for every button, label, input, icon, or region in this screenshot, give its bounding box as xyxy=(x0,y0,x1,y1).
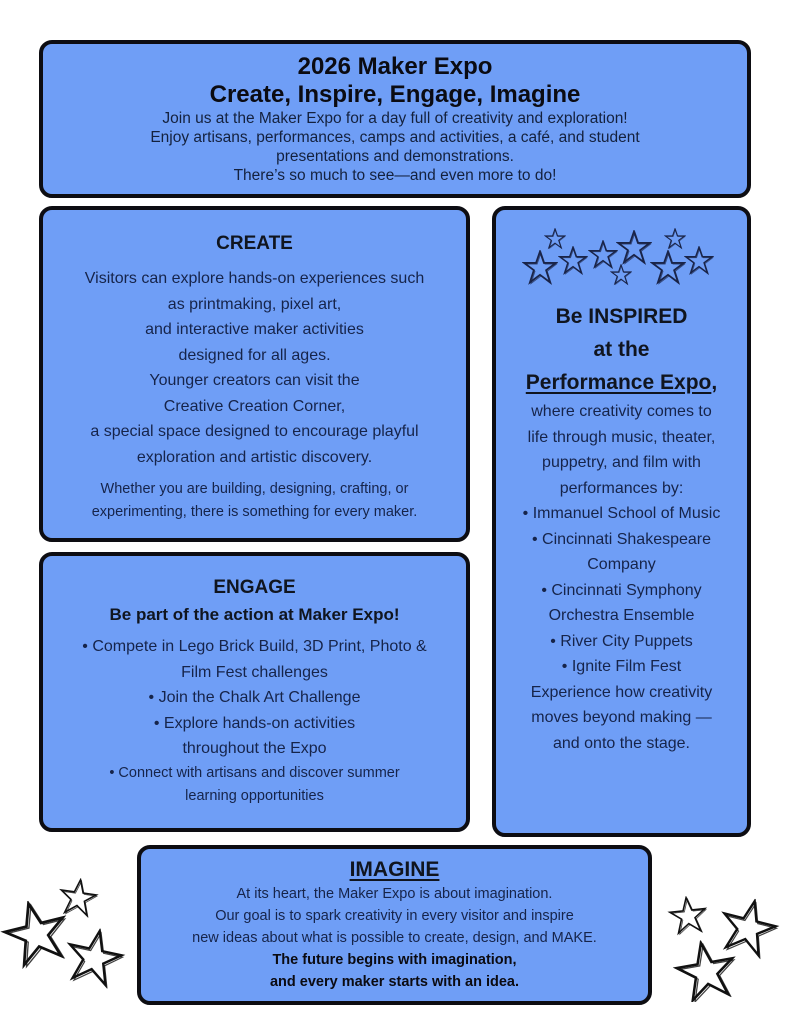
create-closing-line: experimenting, there is something for ev… xyxy=(91,504,418,520)
engage-section: ENGAGE Be part of the action at Maker Ex… xyxy=(39,552,470,832)
performance-expo-label: Performance Expo xyxy=(525,371,712,394)
create-line: Creative Creation Corner, xyxy=(163,397,346,415)
intro-line: presentations and demonstrations. xyxy=(276,148,514,165)
inspire-intro-line: puppetry, and film with xyxy=(542,454,701,471)
imagine-line: Our goal is to spark creativity in every… xyxy=(215,908,574,924)
imagine-bold-line: The future begins with imagination, xyxy=(272,952,517,968)
create-line: Younger creators can visit the xyxy=(149,372,360,389)
inspire-title: Be INSPIRED xyxy=(555,305,688,328)
create-line: as printmaking, pixel art, xyxy=(167,295,342,313)
create-line: a special space designed to encourage pl… xyxy=(90,423,419,440)
create-closing-line: Whether you are building, designing, cra… xyxy=(100,481,409,497)
engage-bullet: • Connect with artisans and discover sum… xyxy=(109,764,400,781)
inspire-section: Be INSPIRED at the Performance Expo, whe… xyxy=(492,206,751,837)
inspire-intro-line: where creativity comes to xyxy=(531,403,712,420)
intro-line: Enjoy artisans, performances, camps and … xyxy=(150,129,640,146)
comma: , xyxy=(711,371,718,394)
engage-bullet: • Explore hands-on activities xyxy=(153,714,356,732)
performer-item: • River City Puppets xyxy=(550,632,693,650)
create-line: designed for all ages. xyxy=(178,346,331,364)
inspire-intro-line: life through music, theater, xyxy=(527,428,716,446)
performer-item: Orchestra Ensemble xyxy=(548,607,695,624)
create-section: CREATE Visitors can explore hands-on exp… xyxy=(39,206,470,542)
inspire-closing-line: Experience how creativity xyxy=(530,683,713,701)
star-cluster-icon xyxy=(522,228,714,286)
decorative-stars-right-icon xyxy=(667,893,783,1002)
imagine-section: IMAGINE At its heart, the Maker Expo is … xyxy=(137,845,652,1005)
performer-item: • Immanuel School of Music xyxy=(522,505,721,522)
performer-item: Company xyxy=(587,556,656,573)
engage-bullet: throughout the Expo xyxy=(182,740,327,757)
performer-item: • Cincinnati Shakespeare xyxy=(531,530,712,548)
engage-bullet: learning opportunities xyxy=(185,787,324,804)
section-title: IMAGINE xyxy=(349,858,440,881)
decorative-stars-left-icon xyxy=(0,876,128,990)
inspire-closing-line: moves beyond making — xyxy=(531,709,712,726)
performance-expo-heading: Performance Expo, xyxy=(496,366,747,399)
inspire-title: at the xyxy=(593,338,650,361)
engage-subtitle: Be part of the action at Maker Expo! xyxy=(109,605,400,624)
intro-line: Join us at the Maker Expo for a day full… xyxy=(162,110,628,127)
imagine-line: new ideas about what is possible to crea… xyxy=(192,930,597,946)
engage-bullet: • Compete in Lego Brick Build, 3D Print,… xyxy=(82,638,427,655)
inspire-intro-line: performances by: xyxy=(559,479,684,497)
header-banner: 2026 Maker Expo Create, Inspire, Engage,… xyxy=(39,40,751,198)
create-line: exploration and artistic discovery. xyxy=(136,448,373,466)
section-title: ENGAGE xyxy=(213,577,296,598)
inspire-closing-line: and onto the stage. xyxy=(553,734,690,752)
performer-item: • Ignite Film Fest xyxy=(561,658,682,675)
engage-bullet: Film Fest challenges xyxy=(181,663,328,681)
section-title: CREATE xyxy=(216,233,293,254)
imagine-line: At its heart, the Maker Expo is about im… xyxy=(236,886,553,902)
event-tagline: Create, Inspire, Engage, Imagine xyxy=(209,81,581,108)
create-line: and interactive maker activities xyxy=(145,321,364,338)
imagine-bold-line: and every maker starts with an idea. xyxy=(269,974,520,990)
create-line: Visitors can explore hands-on experience… xyxy=(84,270,425,287)
event-title: 2026 Maker Expo xyxy=(297,53,493,80)
intro-line: There’s so much to see—and even more to … xyxy=(233,167,557,184)
engage-bullet: • Join the Chalk Art Challenge xyxy=(148,689,361,706)
performer-item: • Cincinnati Symphony xyxy=(541,581,702,599)
